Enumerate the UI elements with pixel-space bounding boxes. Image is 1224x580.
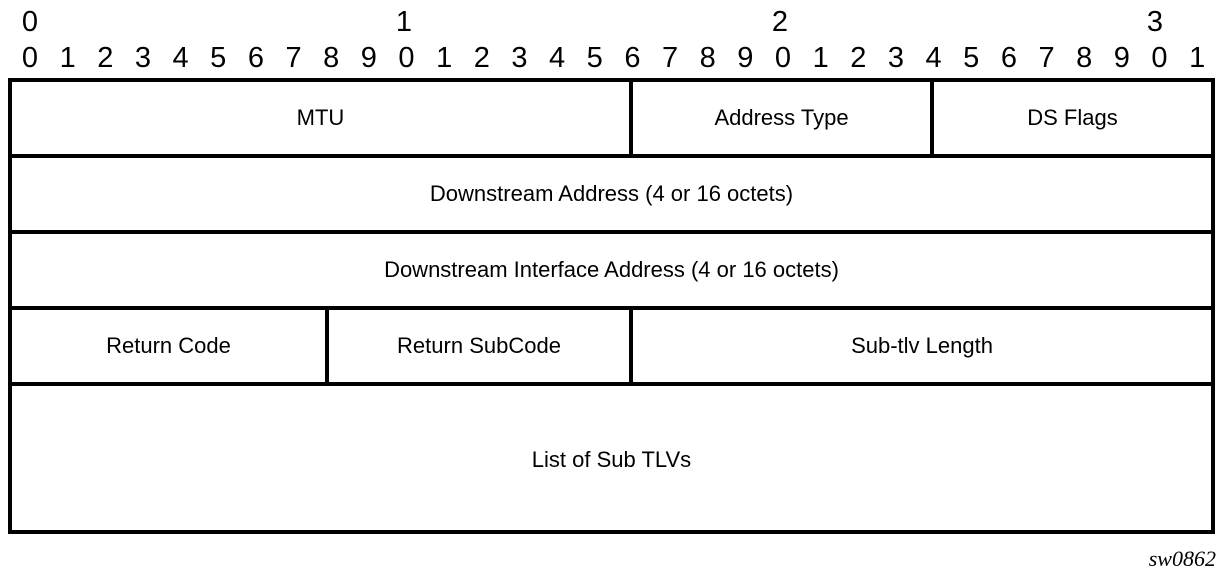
unit-digit: 8 [1076,42,1093,74]
unit-digit: 6 [624,42,641,74]
unit-digit: 0 [1151,42,1168,74]
unit-digit: 2 [97,42,114,74]
row-sub-tlvs: List of Sub TLVs [12,382,1211,534]
unit-digit: 3 [511,42,528,74]
unit-digit: 3 [887,42,905,74]
field-return-code: Return Code [106,333,231,358]
field-mtu: MTU [296,105,345,130]
unit-digit: 5 [210,42,227,74]
unit-digit: 1 [1189,42,1206,74]
tens-digit: 0 [21,6,39,38]
unit-digit: 5 [963,42,980,74]
unit-digit: 9 [737,42,754,74]
field-return-subcode: Return SubCode [325,310,629,382]
figure-id: sw0862 [1148,546,1216,571]
tens-digit: 3 [1146,6,1164,38]
row-return-code: Return Code Return SubCode Sub-tlv Lengt… [12,306,1211,382]
unit-digit: 9 [1113,42,1130,74]
unit-digit: 2 [473,42,490,74]
unit-digit: 8 [323,42,340,74]
unit-digit: 5 [586,42,603,74]
field-list-of-sub-tlvs: List of Sub TLVs [531,447,692,472]
tens-digit: 2 [771,6,789,38]
field-sub-tlv-length: Sub-tlv Length [629,310,1211,382]
packet-diagram: MTU Address Type DS Flags Downstream Add… [8,78,1215,534]
unit-digit: 0 [21,42,39,74]
unit-digit: 7 [285,42,302,74]
field-ds-flags: DS Flags [930,82,1211,154]
unit-digit: 1 [436,42,453,74]
unit-digit: 2 [850,42,867,74]
unit-digit: 6 [1000,42,1017,74]
tens-digit: 1 [395,6,413,38]
row-mtu: MTU Address Type DS Flags [12,82,1211,154]
unit-digit: 7 [661,42,679,74]
row-downstream-interface-address: Downstream Interface Address (4 or 16 oc… [12,230,1211,306]
unit-digit: 7 [1038,42,1055,74]
field-downstream-interface-address: Downstream Interface Address (4 or 16 oc… [384,257,839,282]
unit-digit: 1 [59,42,76,74]
row-downstream-address: Downstream Address (4 or 16 octets) [12,154,1211,230]
unit-digit: 3 [134,42,152,74]
unit-digit: 4 [549,42,566,74]
unit-digit: 0 [398,42,415,74]
unit-digit: 8 [699,42,716,74]
unit-digit: 1 [812,42,829,74]
field-address-type: Address Type [629,82,930,154]
unit-digit: 4 [925,42,942,74]
unit-digit: 4 [172,42,189,74]
field-downstream-address: Downstream Address (4 or 16 octets) [429,181,794,206]
unit-digit: 0 [774,42,792,74]
unit-digit: 9 [360,42,377,74]
unit-digit: 6 [247,42,264,74]
